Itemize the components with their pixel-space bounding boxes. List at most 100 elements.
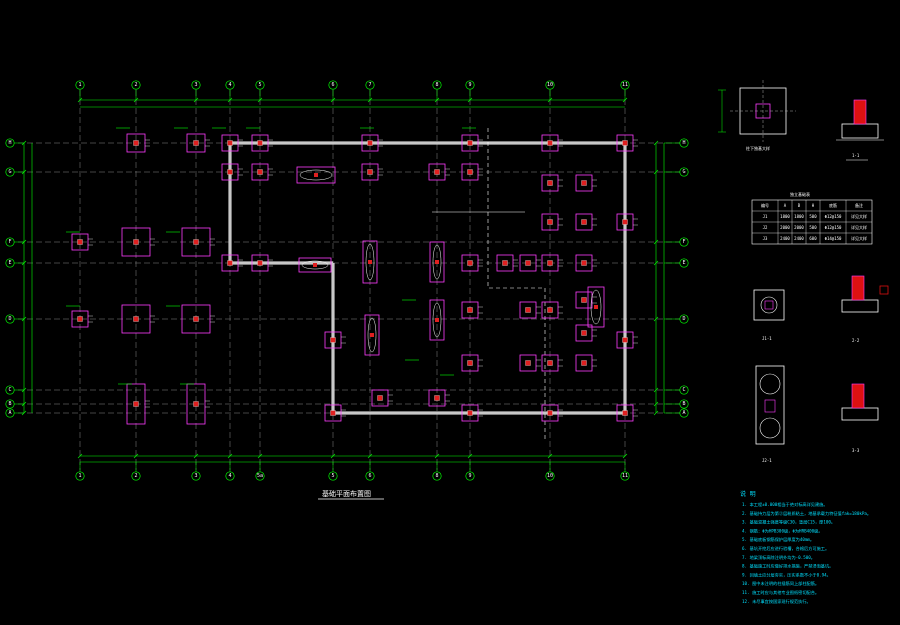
note-line: 11. 施工时应与其他专业图纸密切配合。 — [742, 589, 819, 596]
footing-j3 — [181, 304, 211, 334]
footing-j1 — [324, 331, 342, 349]
schedule-cell: 详见大样 — [851, 235, 867, 241]
footing-j1 — [461, 254, 479, 272]
footing-j1 — [324, 404, 342, 422]
axis-bubble-bottom-label: 2 — [134, 473, 137, 479]
notes-title: 说 明 — [740, 490, 756, 498]
column — [313, 263, 317, 267]
note-line: 12. 未尽事宜按国家现行规范执行。 — [742, 598, 811, 605]
column — [547, 360, 553, 366]
axis-bubble-left-label: C — [8, 387, 11, 393]
column — [257, 260, 263, 266]
detail-j2-label: J2-1 — [762, 458, 772, 463]
column — [330, 337, 336, 343]
axis-bubble-left-label: E — [8, 260, 11, 266]
column — [581, 260, 587, 266]
schedule-cell: 2400 — [794, 236, 804, 241]
column — [314, 173, 318, 177]
footing-strip — [362, 240, 378, 284]
column — [193, 401, 199, 407]
dim-tick — [653, 387, 659, 393]
section-1-1-label: 1-1 — [852, 153, 860, 158]
axis-bubble-bottom-label: 1 — [78, 473, 81, 479]
column — [133, 239, 139, 245]
footing-j1 — [251, 163, 269, 181]
footing-j1 — [575, 174, 593, 192]
column — [622, 410, 628, 416]
schedule-cell: 500 — [809, 225, 817, 230]
column — [467, 169, 473, 175]
schedule-header-cell: 编号 — [761, 202, 769, 208]
column — [77, 316, 83, 322]
footing-j1 — [541, 354, 559, 372]
footing-j1 — [251, 254, 269, 272]
column — [547, 410, 553, 416]
column — [547, 180, 553, 186]
axis-bubble-left-label: H — [8, 140, 11, 146]
footing-j1 — [461, 134, 479, 152]
dim-tick — [653, 239, 659, 245]
column — [502, 260, 508, 266]
schedule-header-cell: B — [798, 203, 801, 208]
axis-bubble-left-label: F — [8, 239, 11, 245]
schedule-header-cell: 底筋 — [829, 202, 837, 208]
footing-j1 — [616, 331, 634, 349]
footing-j1 — [71, 233, 89, 251]
column — [434, 169, 440, 175]
dim-tick — [227, 453, 233, 459]
column — [193, 239, 199, 245]
dim-tick — [193, 453, 199, 459]
schedule-cell: 2000 — [780, 225, 790, 230]
column — [547, 219, 553, 225]
note-line: 5. 基础底板钢筋保护层厚度为40mm。 — [742, 536, 814, 543]
footing-j1 — [575, 213, 593, 231]
dim-tick — [133, 453, 139, 459]
dim-tick — [434, 453, 440, 459]
schedule-cell: 2000 — [794, 225, 804, 230]
detail-plan-caption: 柱下独基大样 — [746, 145, 770, 151]
pile-outline — [590, 289, 602, 325]
schedule-cell: J3 — [763, 236, 768, 241]
axis-bubble-right-label: G — [682, 169, 685, 175]
column — [467, 360, 473, 366]
footing-j1 — [221, 163, 239, 181]
pile-outline — [301, 260, 329, 270]
column — [525, 360, 531, 366]
column — [193, 316, 199, 322]
column — [367, 140, 373, 146]
column — [377, 395, 383, 401]
column — [467, 140, 473, 146]
axis-bubble-left-label: G — [8, 169, 11, 175]
footing-j1 — [575, 291, 593, 309]
footing-j1 — [519, 354, 537, 372]
axis-bubble-left-label: B — [8, 401, 11, 407]
footing-strip — [429, 299, 445, 341]
pile-outline — [432, 244, 442, 280]
detail-j2: J2-1 — [755, 365, 785, 463]
schedule-cell: 详见大样 — [851, 224, 867, 230]
column — [581, 180, 587, 186]
footing-combined — [298, 257, 332, 273]
column — [133, 140, 139, 146]
schedule-cell: Φ12@150 — [825, 214, 842, 219]
axis-bubble-top-label: 7 — [368, 82, 371, 88]
schedule-title: 独立基础表 — [790, 191, 810, 197]
footing-strip — [364, 314, 380, 356]
column — [467, 410, 473, 416]
schedule-header-cell: 备注 — [855, 202, 863, 208]
axis-bubble-right-label: A — [682, 410, 685, 416]
dim-tick — [653, 410, 659, 416]
schedule-cell: J1 — [763, 214, 768, 219]
axis-bubble-top-label: 1 — [78, 82, 81, 88]
dim-tick — [653, 316, 659, 322]
column — [435, 318, 439, 322]
schedule-header-cell: A — [784, 203, 787, 208]
axis-bubble-right-label: E — [682, 260, 685, 266]
plan-title: 基础平面布置图 — [322, 489, 371, 498]
footing-j1 — [616, 213, 634, 231]
dim-tick — [547, 453, 553, 459]
footing-j1 — [616, 404, 634, 422]
footing-j1 — [461, 354, 479, 372]
